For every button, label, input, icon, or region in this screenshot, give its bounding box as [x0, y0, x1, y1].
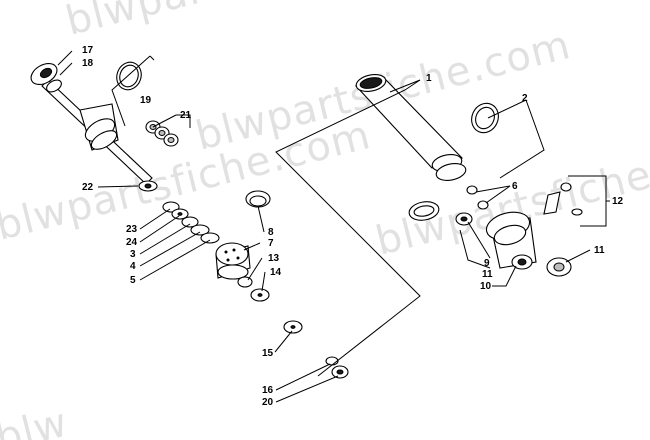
- watermark-text: blwpartsfiche.com: [61, 0, 445, 45]
- lock-nut: [325, 356, 349, 379]
- callout-labels: 17 18 19 21 22 23 24 3 4 5 8 7 13 14 15 …: [82, 45, 624, 408]
- callout-11-left: 11: [482, 269, 493, 280]
- washer-15: [283, 320, 303, 334]
- o-ring: [116, 61, 142, 91]
- cylinder-body: [354, 74, 467, 181]
- callout-12: 12: [612, 196, 624, 207]
- watermark-text: blwpartsfiche.com: [0, 112, 375, 250]
- callout-5: 5: [130, 275, 136, 286]
- callout-2: 2: [522, 93, 528, 104]
- callout-7: 7: [268, 238, 274, 249]
- callout-9: 9: [484, 258, 490, 269]
- watermark-text: blw: [0, 400, 72, 440]
- valve-fitting: [543, 182, 583, 216]
- fitting-6: [466, 185, 489, 210]
- callout-15: 15: [262, 348, 274, 359]
- callout-1: 1: [426, 73, 432, 84]
- callout-8: 8: [268, 227, 274, 238]
- bushing-set: [145, 120, 179, 147]
- end-cap: [485, 211, 537, 270]
- valve-washers: [237, 276, 270, 302]
- callout-22: 22: [82, 182, 94, 193]
- callout-17: 17: [82, 45, 94, 56]
- callout-14: 14: [270, 267, 282, 278]
- callout-6: 6: [512, 181, 518, 192]
- callout-18: 18: [82, 58, 94, 69]
- washer-9: [455, 212, 473, 226]
- callout-20: 20: [262, 397, 274, 408]
- piston: [215, 190, 271, 280]
- callout-19: 19: [140, 95, 152, 106]
- washer-stack: [162, 201, 220, 244]
- leader-lines: [57, 50, 610, 403]
- callout-13: 13: [268, 253, 280, 264]
- o-ring-2: [471, 102, 499, 134]
- shaft-assembly: [30, 62, 158, 192]
- callout-24: 24: [126, 237, 138, 248]
- callout-10: 10: [480, 281, 492, 292]
- callout-4: 4: [130, 261, 136, 272]
- callout-23: 23: [126, 224, 138, 235]
- bushing-11: [546, 257, 572, 277]
- callout-3: 3: [130, 249, 136, 260]
- callout-11-right: 11: [594, 245, 605, 256]
- callout-21: 21: [180, 110, 192, 121]
- snap-ring: [408, 201, 440, 221]
- callout-16: 16: [262, 385, 274, 396]
